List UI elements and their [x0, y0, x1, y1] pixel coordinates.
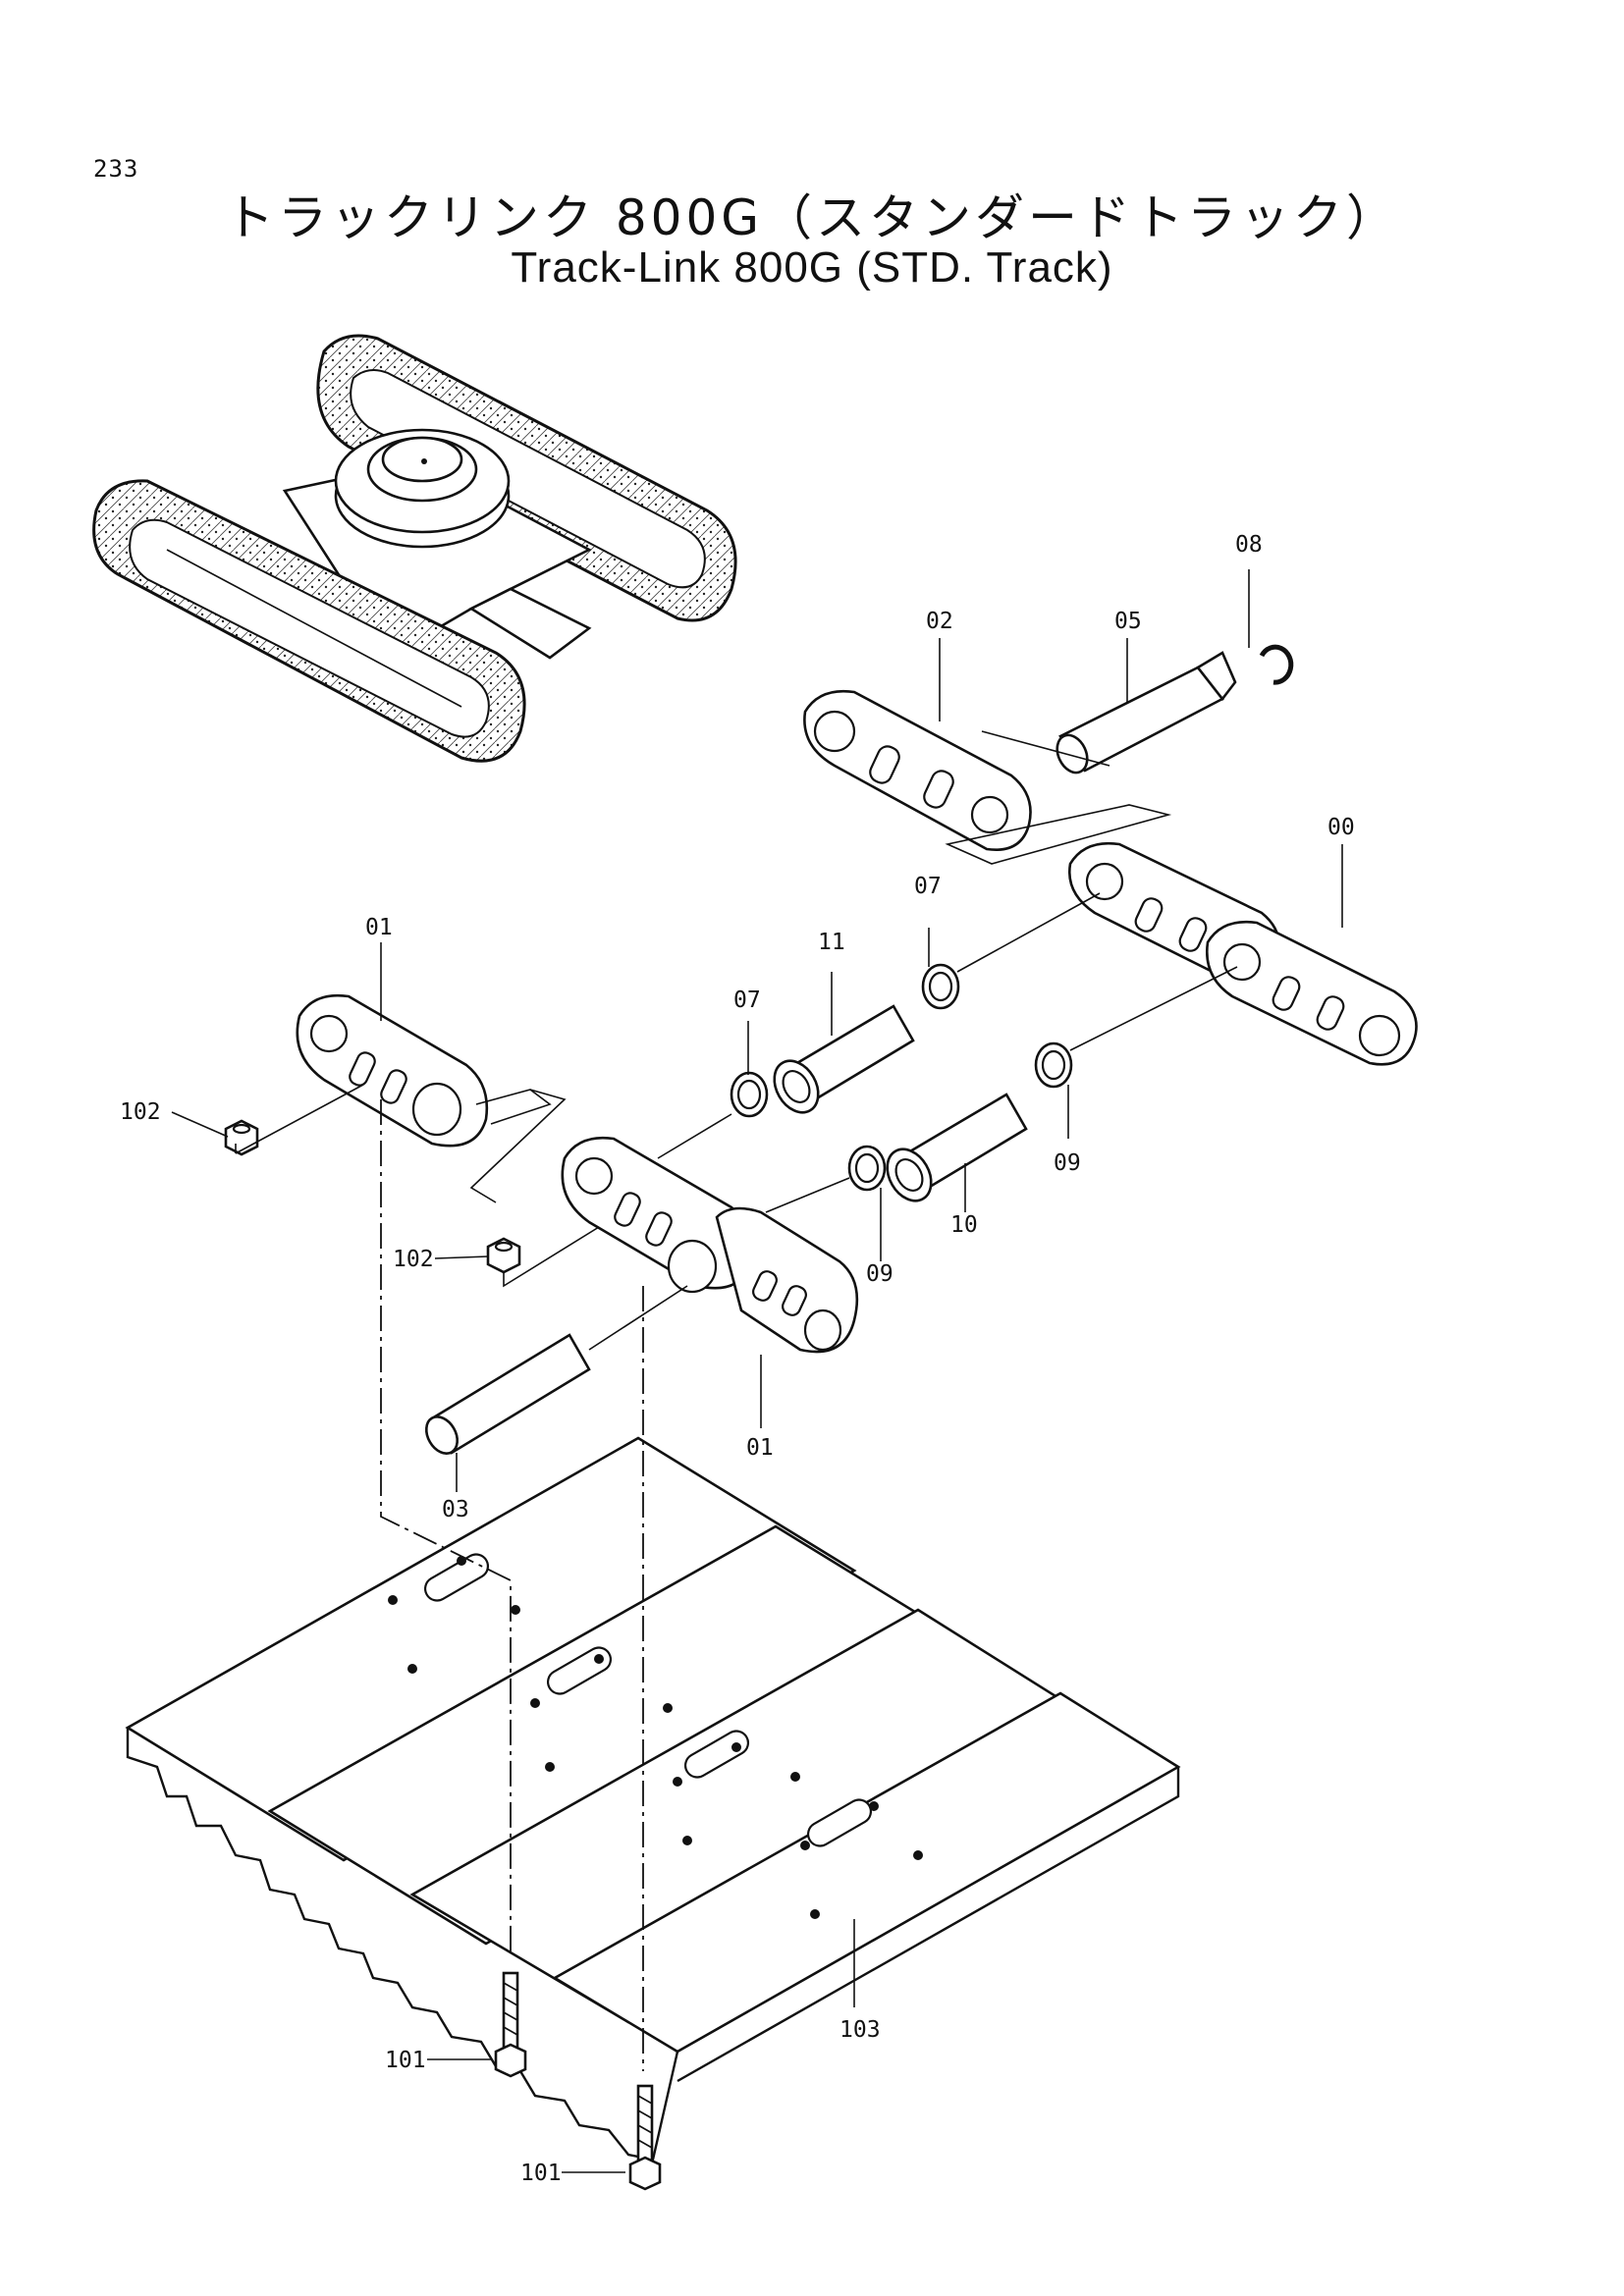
track-link-assembly-00 — [1067, 841, 1418, 1066]
callout-03: 03 — [442, 1497, 469, 1522]
rear-crawler-track — [316, 334, 737, 622]
callout-103: 103 — [839, 2017, 881, 2043]
callout-labels: 08 02 05 00 01 07 11 07 102 09 10 102 09… — [120, 532, 1355, 2186]
callout-11: 11 — [818, 930, 845, 955]
callout-09-right: 09 — [1054, 1150, 1081, 1176]
track-pin-05 — [1056, 651, 1237, 774]
callout-01-top: 01 — [365, 915, 393, 940]
callout-01-bottom: 01 — [746, 1435, 774, 1461]
callout-10: 10 — [950, 1212, 978, 1238]
undercarriage-overview — [92, 334, 737, 763]
callout-02: 02 — [926, 609, 953, 634]
leader-lines — [171, 569, 1343, 2173]
bushing-11 — [773, 1004, 915, 1114]
track-shoe-plates-103 — [125, 1436, 1181, 2162]
callout-09-left: 09 — [866, 1261, 893, 1287]
title-english: Track-Link 800G (STD. Track) — [511, 243, 1113, 292]
page-number: 233 — [93, 155, 139, 183]
track-link-01-left — [296, 993, 567, 1203]
callout-101-bottom: 101 — [520, 2161, 562, 2186]
track-link-02 — [803, 689, 1172, 865]
snap-ring-08 — [1259, 644, 1294, 685]
callout-102-top: 102 — [120, 1099, 161, 1125]
bolt-101-top — [494, 1971, 527, 2078]
assembly-lines — [235, 730, 1238, 2071]
seal-09-left — [847, 1145, 887, 1192]
seal-07-left — [730, 1071, 769, 1118]
callout-101-top: 101 — [385, 2048, 426, 2073]
front-crawler-track — [92, 479, 526, 763]
swing-bearing — [334, 428, 511, 549]
callout-102-middle: 102 — [393, 1247, 434, 1272]
callout-07-left: 07 — [733, 988, 761, 1013]
bolt-101-bottom — [628, 2084, 662, 2191]
seal-07-right — [921, 963, 960, 1010]
callout-00: 00 — [1327, 815, 1355, 840]
bushing-10 — [886, 1093, 1028, 1202]
track-link-01-center — [561, 1136, 859, 1354]
seal-09-right — [1034, 1041, 1073, 1089]
callout-07-right: 07 — [914, 874, 942, 899]
callout-05: 05 — [1114, 609, 1142, 634]
track-pin-03 — [424, 1333, 591, 1455]
nut-102-middle — [486, 1237, 521, 1274]
callout-08: 08 — [1235, 532, 1263, 558]
title-japanese: トラックリンク 800G（スタンダードトラック） — [224, 189, 1400, 246]
